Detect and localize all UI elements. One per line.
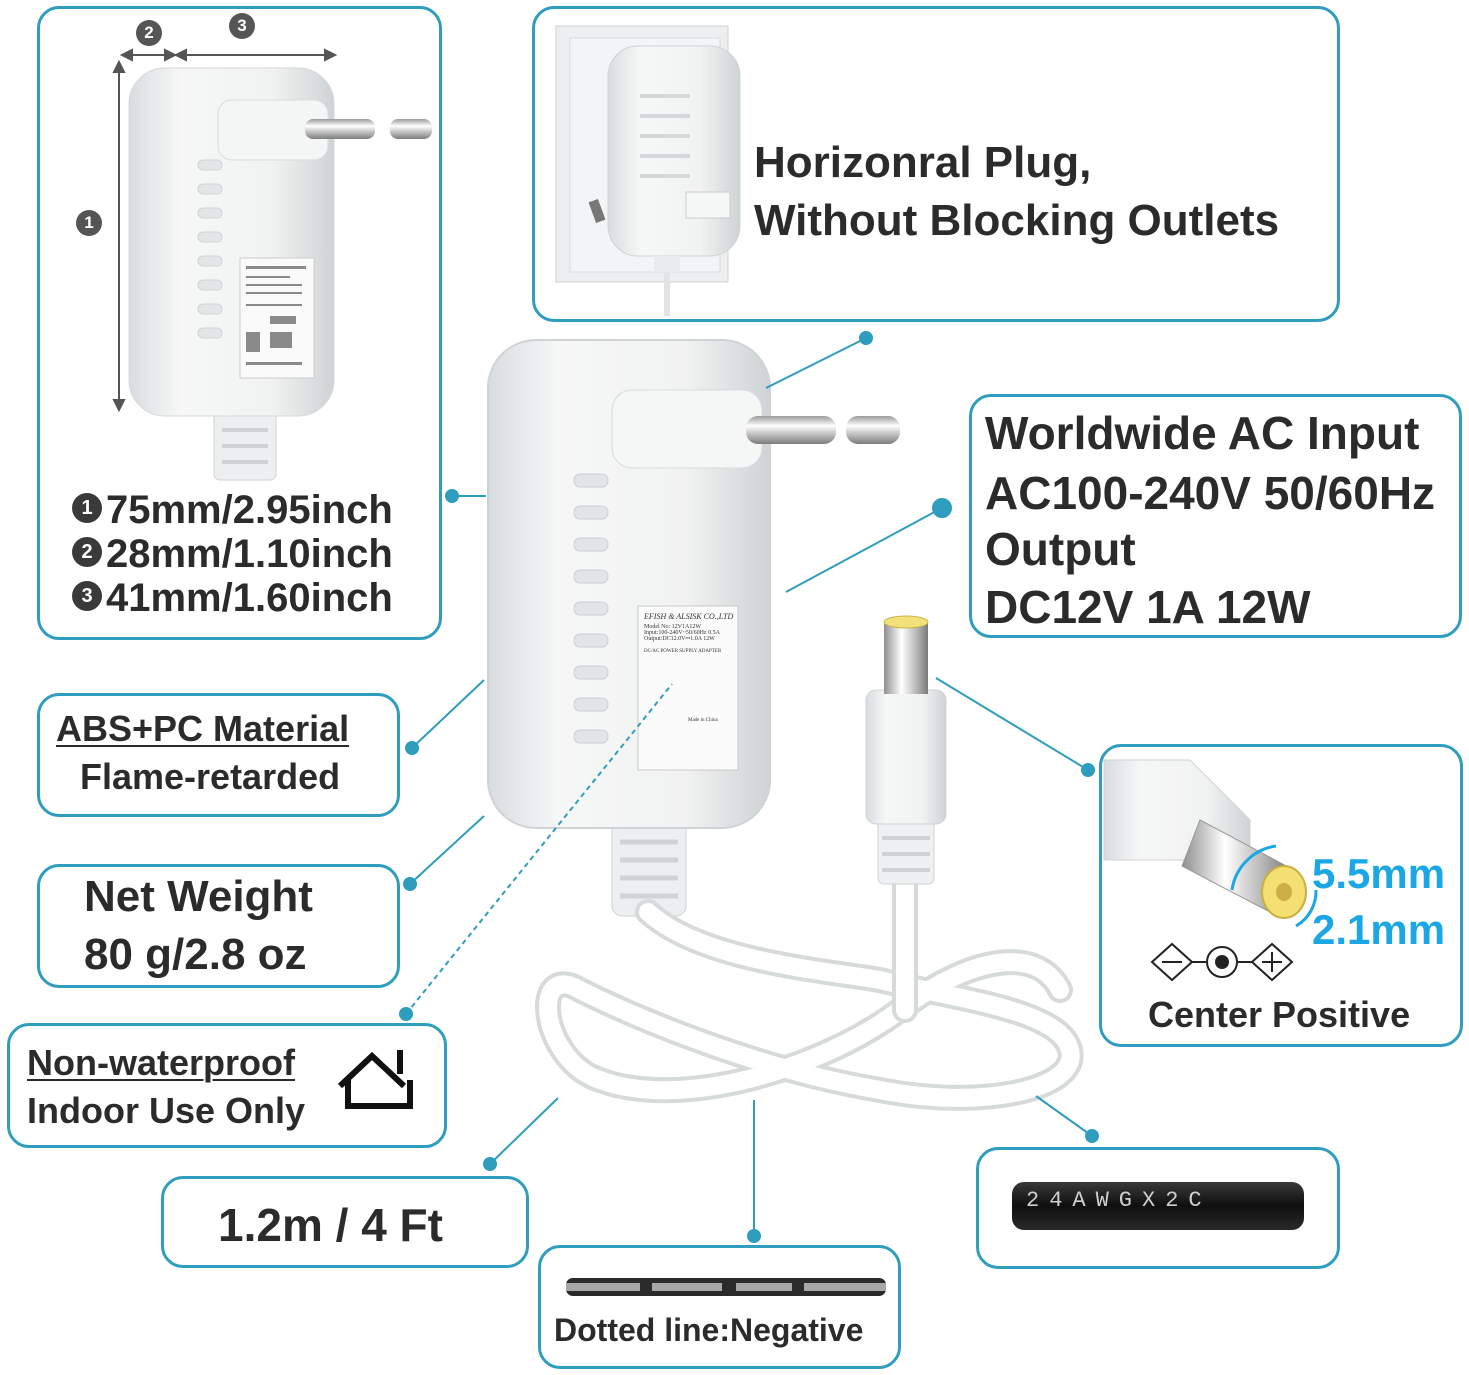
width-value: 41mm/1.60inch <box>106 576 393 620</box>
adapter-small <box>128 67 432 481</box>
polarity-symbol <box>1150 942 1294 982</box>
dc-plug <box>865 615 947 885</box>
io-line-3: Output <box>985 523 1136 575</box>
negative-label: Dotted line:Negative <box>554 1312 864 1348</box>
plug-line-2: Without Blocking Outlets <box>754 196 1280 245</box>
marker-2: 2 <box>136 20 166 50</box>
weight-panel <box>37 864 400 988</box>
label-origin: Made in China <box>688 718 718 723</box>
awg-marking: 24AWGX2C <box>1026 1188 1212 1213</box>
label-input: Input:100-240V~50/60Hz 0.5A <box>644 630 720 636</box>
cable-coil <box>535 867 1084 1111</box>
main-adapter <box>487 339 900 917</box>
house-icon <box>337 1050 413 1109</box>
connector-outer-diameter: 5.5mm <box>1312 850 1446 897</box>
cable-length: 1.2m / 4 Ft <box>218 1199 443 1251</box>
waterproof-line-2: Indoor Use Only <box>27 1090 306 1131</box>
wall-outlet-illustration <box>555 25 741 316</box>
negative-panel <box>538 1245 901 1369</box>
io-panel <box>969 394 1462 638</box>
marker-3: 3 <box>229 13 259 43</box>
io-line-1: Worldwide AC Input <box>985 407 1420 459</box>
material-panel <box>37 693 400 817</box>
material-line-1: ABS+PC Material <box>56 708 350 749</box>
connector-closeup <box>1103 759 1318 928</box>
connector-polarity: Center Positive <box>1148 994 1411 1035</box>
marker-3-inline: 3 <box>72 581 102 612</box>
io-line-4: DC12V 1A 12W <box>985 581 1311 633</box>
adapter-label: EFISH & ALSISK CO.,LTD Model No: 12V1A12… <box>644 612 736 723</box>
marker-1: 1 <box>76 210 106 240</box>
plug-line-1: Horizonral Plug, <box>754 138 1092 187</box>
weight-line-2: 80 g/2.8 oz <box>84 930 307 979</box>
waterproof-panel <box>7 1023 447 1148</box>
dimension-arrows <box>112 48 338 413</box>
depth-value: 28mm/1.10inch <box>106 532 393 576</box>
label-brand: EFISH & ALSISK CO.,LTD <box>644 612 734 621</box>
leader-lines <box>399 331 1099 1243</box>
length-panel <box>161 1176 529 1268</box>
height-value: 75mm/2.95inch <box>106 488 393 532</box>
io-line-2: AC100-240V 50/60Hz <box>985 467 1436 519</box>
label-type: DC/AC POWER SUPPLY ADAPTER <box>644 649 722 654</box>
weight-line-1: Net Weight <box>84 872 313 921</box>
connector-inner-diameter: 2.1mm <box>1312 906 1446 953</box>
negative-cable-sample <box>566 1278 886 1296</box>
label-model: Model No: 12V1A12W <box>644 624 701 630</box>
material-line-2: Flame-retarded <box>80 756 341 797</box>
marker-2-inline: 2 <box>72 537 102 568</box>
label-output: Output:DC12.0V⎓1.0A 12W <box>644 636 715 642</box>
waterproof-line-1: Non-waterproof <box>27 1042 295 1083</box>
awg-cable-sample <box>1012 1182 1304 1230</box>
marker-1-inline: 1 <box>72 493 102 524</box>
